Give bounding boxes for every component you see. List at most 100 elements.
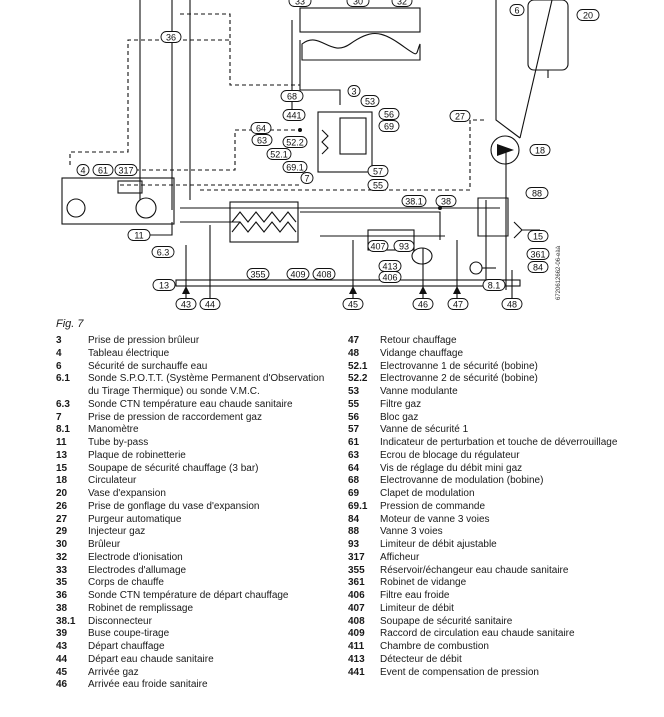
legend-number: 361	[348, 577, 365, 589]
callout-6-3: 6.3	[151, 246, 175, 258]
callout-93: 93	[393, 240, 415, 252]
callout-7: 7	[300, 172, 314, 184]
legend-text: Buse coupe-tirage	[88, 628, 170, 640]
control-line-1	[69, 39, 230, 165]
legend-item: 69 Clapet de modulation	[348, 488, 648, 501]
callout-number: 406	[382, 273, 397, 283]
legend-number: 26	[56, 500, 68, 512]
callout-bubble	[199, 298, 221, 310]
callout-number: 55	[373, 181, 383, 191]
legend-text: Clapet de modulation	[380, 488, 475, 499]
legend-number: 317	[348, 551, 365, 563]
legend-number: 3	[56, 335, 62, 346]
legend-number: 57	[348, 424, 360, 436]
arrow-45	[349, 286, 357, 294]
callout-53: 53	[360, 95, 380, 107]
legend-number: 48	[348, 347, 360, 359]
callout-407: 407	[367, 240, 389, 252]
pump-body	[490, 135, 520, 165]
legend-number: 56	[348, 411, 360, 423]
callout-bubble	[529, 144, 551, 156]
legend-number: 30	[56, 539, 68, 550]
callout-bubble	[367, 240, 389, 252]
legend-number: 6.1	[56, 373, 70, 385]
callout-bubble	[342, 298, 364, 310]
callout-317: 317	[114, 164, 138, 176]
callout-406: 406	[378, 271, 402, 283]
callout-355: 355	[246, 268, 270, 280]
legend-number: 52.1	[348, 360, 368, 372]
control-line-2	[128, 129, 300, 171]
callout-bubble	[367, 165, 389, 177]
callout-number: 64	[256, 124, 266, 134]
callout-number: 4	[80, 166, 85, 176]
pressure-gauge	[469, 261, 483, 275]
callout-number: 61	[98, 166, 108, 176]
callout-number: 13	[159, 281, 169, 291]
callout-number: 6	[514, 6, 519, 16]
callout-number: 69.1	[286, 163, 304, 173]
legend-text: Circulateur	[88, 475, 137, 487]
callout-number: 27	[455, 112, 465, 122]
control-knob-left	[66, 198, 86, 218]
legend-number: 11	[56, 437, 67, 448]
legend-text: Arrivée gaz	[88, 666, 139, 678]
flow-detector	[411, 247, 433, 265]
bottom-plate	[175, 279, 521, 287]
callout-bubble	[280, 90, 304, 102]
callout-bubble	[288, 0, 312, 7]
pipe-bypass	[150, 222, 173, 236]
legend-item: du Tirage Thermique) ou sonde V.M.C.	[56, 386, 341, 399]
callout-number: 7	[304, 174, 309, 184]
flow-limiter-box	[367, 229, 415, 251]
callout-bubble	[250, 122, 272, 134]
legend-text: Disconnecteur	[88, 615, 152, 627]
callout-68: 68	[280, 90, 304, 102]
callout-bubble	[92, 164, 114, 176]
legend-text: du Tirage Thermique) ou sonde V.M.C.	[88, 386, 260, 397]
legend-text: Sonde CTN température de départ chauffag…	[88, 590, 289, 601]
legend-number: 69	[348, 488, 360, 499]
callout-30: 30	[346, 0, 370, 7]
three-way-valve	[477, 197, 509, 237]
callout-48: 48	[501, 298, 523, 310]
callout-56: 56	[378, 108, 400, 120]
callout-bubble	[346, 0, 370, 7]
callout-number: 53	[365, 97, 375, 107]
callout-number: 52.2	[286, 138, 304, 148]
callout-number: 30	[353, 0, 363, 7]
callout-3: 3	[347, 85, 361, 97]
legend-number: 407	[348, 602, 365, 614]
control-line-4	[200, 119, 485, 191]
callout-bubble	[509, 4, 525, 16]
callout-number: 43	[181, 300, 191, 310]
callout-number: 441	[286, 111, 301, 121]
legend-number: 43	[56, 641, 68, 652]
callout-4: 4	[76, 164, 90, 176]
callout-57: 57	[367, 165, 389, 177]
callout-32: 32	[391, 0, 413, 7]
legend-number: 6.3	[56, 398, 70, 410]
legend-number: 406	[348, 590, 365, 601]
legend-text: Sécurité de surchauffe eau	[88, 360, 208, 372]
callout-bubble	[525, 187, 549, 199]
callout-13: 13	[152, 279, 176, 291]
callout-84: 84	[527, 261, 549, 273]
callout-bubble	[282, 136, 308, 148]
legend-text: Réservoir/échangeur eau chaude sanitaire	[380, 564, 569, 576]
callout-number: 69	[384, 122, 394, 132]
